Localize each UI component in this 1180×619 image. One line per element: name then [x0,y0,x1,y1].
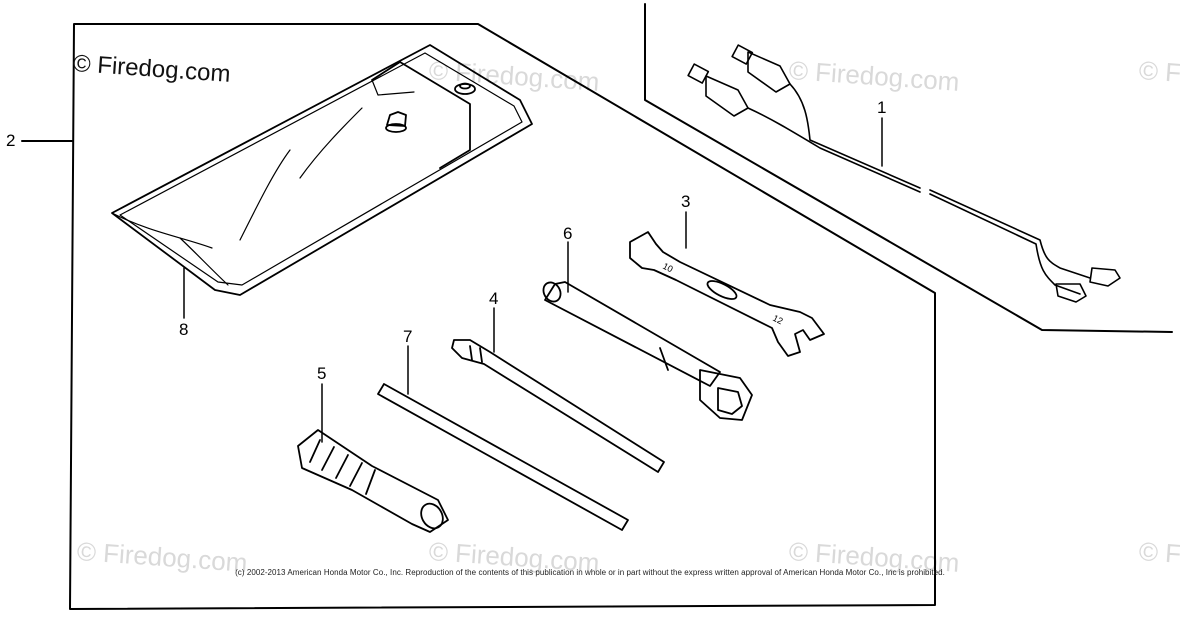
callout-1: 1 [877,98,887,117]
callout-8: 8 [179,320,189,339]
screwdriver-bit [451,339,665,473]
callout-5: 5 [317,364,327,383]
callout-7: 7 [403,327,413,346]
jumper-cable [687,44,1121,303]
callout-2: 2 [6,131,16,150]
wrench-mark-12: 12 [771,313,784,326]
callout-6: 6 [563,224,573,243]
box-spanner [542,281,753,421]
callout-3: 3 [681,192,691,211]
callout-4: 4 [489,289,499,308]
toolkit-frame [69,23,936,610]
rod [377,383,629,531]
tool-bag [111,44,533,296]
wrench-mark-10: 10 [661,261,674,274]
wrench [629,231,825,357]
copyright-notice: (c) 2002-2013 American Honda Motor Co., … [235,568,945,577]
screwdriver-handle [297,429,449,533]
cable-frame [644,3,1173,333]
